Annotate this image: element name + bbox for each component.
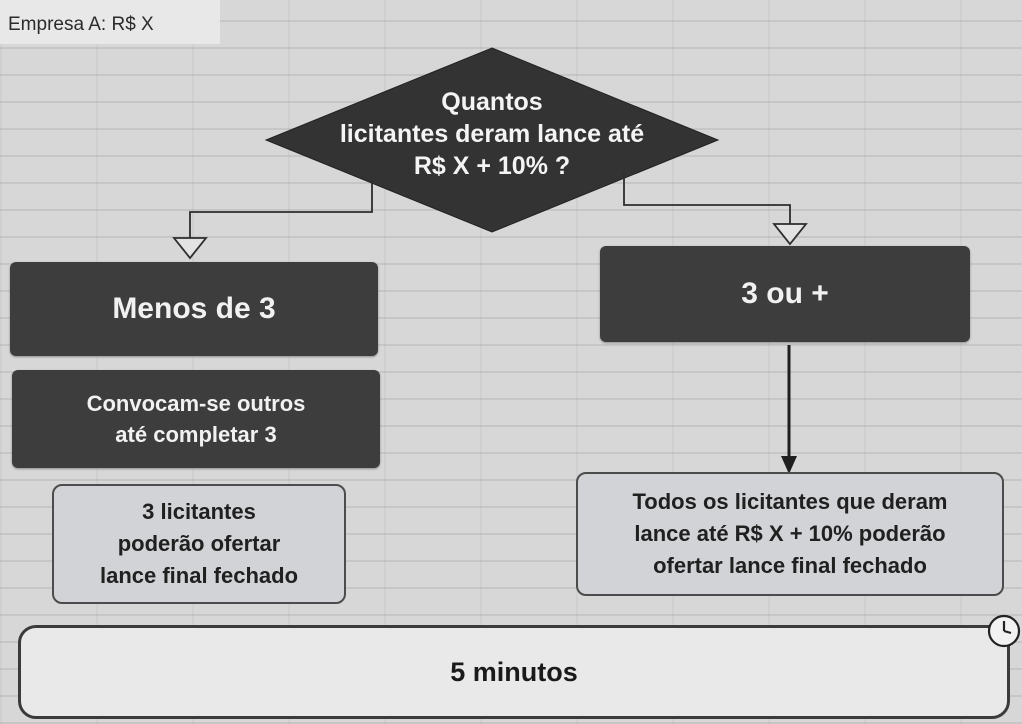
decision-diamond: [264, 47, 720, 233]
down-arrowhead: [781, 456, 797, 474]
decision-line-3: R$ X + 10% ?: [413, 152, 571, 180]
decision-text: Quantos licitantes deram lance até R$ X …: [272, 64, 712, 204]
three-bidders-line-3: lance final fechado: [99, 563, 299, 588]
all-bidders-line-2: lance até R$ X + 10% poderão: [634, 521, 946, 546]
left-connector: [189, 180, 373, 240]
three-bidders-line-1: 3 licitantes: [142, 499, 256, 524]
company-price-text: Empresa A: R$ X: [8, 14, 154, 35]
all-bidders-box: Todos os licitantes que deram lance até …: [576, 472, 1004, 596]
convocation-line-1: Convocam-se outros: [86, 391, 306, 416]
convocation-line-2: até completar 3: [115, 422, 277, 447]
company-price-label: Empresa A: R$ X: [0, 0, 220, 44]
branch-less-than-3-label: Menos de 3: [112, 292, 276, 325]
three-bidders-line-2: poderão ofertar: [117, 531, 281, 556]
branch-less-than-3: Menos de 3: [10, 262, 378, 356]
decision-line-2: licitantes deram lance até: [339, 120, 645, 148]
all-bidders-line-3: ofertar lance final fechado: [653, 553, 927, 578]
branch-3-or-more-label: 3 ou +: [741, 277, 829, 310]
clock-icon: [987, 614, 1021, 648]
decision-line-1: Quantos: [441, 88, 543, 116]
left-arrowhead: [172, 237, 208, 260]
right-arrowhead: [772, 223, 808, 246]
right-connector: [623, 172, 791, 226]
three-bidders-box: 3 licitantes poderão ofertar lance final…: [52, 484, 346, 604]
duration-box: 5 minutos: [18, 625, 1010, 719]
duration-label: 5 minutos: [450, 656, 578, 687]
branch-3-or-more: 3 ou +: [600, 246, 970, 342]
convocation-box: Convocam-se outros até completar 3: [12, 370, 380, 468]
all-bidders-line-1: Todos os licitantes que deram: [632, 489, 948, 514]
